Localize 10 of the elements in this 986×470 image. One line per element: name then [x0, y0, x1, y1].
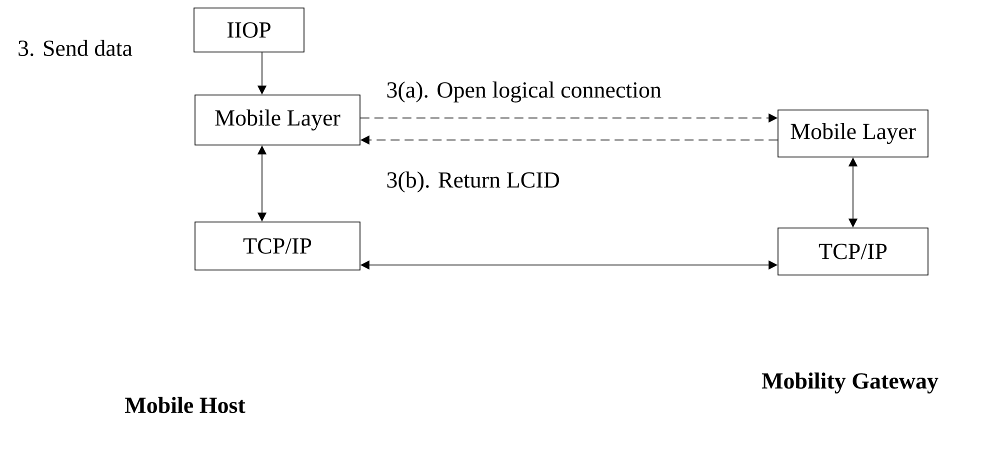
- layer-box: TCP/IP: [778, 228, 928, 276]
- step-label: 3. Send data: [18, 40, 132, 56]
- edge-label: 3(b). Return LCID: [385, 170, 561, 194]
- host-label: Mobile Host: [125, 396, 246, 414]
- edge-label: 3(a). Open logical connection: [385, 80, 662, 104]
- layer-box: IIOP: [194, 8, 304, 52]
- host-label: Mobility Gateway: [762, 372, 938, 394]
- layer-box: Mobile Layer: [778, 110, 928, 158]
- layer-box: Mobile Layer: [194, 94, 360, 146]
- layer-box: TCP/IP: [194, 222, 360, 270]
